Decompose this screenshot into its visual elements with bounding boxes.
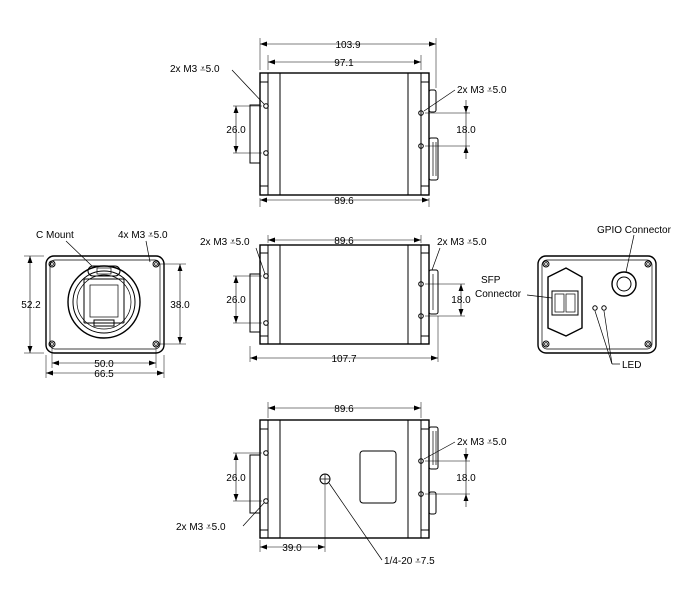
dim-hole-spacing: 26.0 [226, 125, 246, 136]
dim-body-length: 97.1 [334, 58, 354, 69]
callout-left-holes: 2x M3 ⩡5.0 [170, 64, 220, 75]
gpio-connector-icon [428, 137, 439, 181]
label-sfp-line2: Connector [475, 289, 522, 300]
rear-view: GPIO Connector SFP Connector LED [475, 225, 672, 371]
mounting-hole-icon [263, 150, 269, 156]
gpio-connector-icon [428, 426, 439, 470]
dim-overall-length: 103.9 [335, 40, 360, 51]
label-led: LED [622, 360, 641, 371]
bottom-view-body [259, 419, 430, 539]
dim-side-right-vertical: 18.0 [451, 295, 471, 306]
top-view: 103.9 97.1 89.6 26.0 18.0 2x M3 ⩡5.0 2x … [170, 38, 507, 207]
rear-view-body [537, 255, 657, 354]
front-view: C Mount 4x M3 ⩡5.0 52.2 38.0 50.0 66.5 [21, 230, 190, 380]
dim-front-hole-vertical: 38.0 [170, 300, 190, 311]
dim-bottom-right-vertical: 18.0 [456, 473, 476, 484]
side-view-body [259, 244, 430, 345]
dim-bottom-length: 89.6 [334, 196, 354, 207]
dim-rear-hole-spacing: 18.0 [456, 125, 476, 136]
label-gpio-connector: GPIO Connector [597, 225, 672, 236]
dim-front-hole-horizontal: 50.0 [94, 359, 114, 370]
dim-front-width: 66.5 [94, 369, 114, 380]
callout-side-left: 2x M3 ⩡5.0 [200, 237, 250, 248]
mounting-hole-icon [418, 110, 424, 116]
dim-side-top: 89.6 [334, 236, 354, 247]
dim-bottom-top: 89.6 [334, 404, 354, 415]
dim-side-left-vertical: 26.0 [226, 295, 246, 306]
callout-bottom-right: 2x M3 ⩡5.0 [457, 437, 507, 448]
dim-front-height: 52.2 [21, 300, 41, 311]
callout-right-holes: 2x M3 ⩡5.0 [457, 85, 507, 96]
dim-tripod-offset: 39.0 [282, 543, 302, 554]
connector-icon [428, 89, 437, 113]
callout-side-right: 2x M3 ⩡5.0 [437, 237, 487, 248]
label-sfp-line1: SFP [481, 275, 501, 286]
c-mount-icon [67, 265, 141, 339]
front-view-body [45, 255, 165, 354]
mounting-hole-icon [418, 143, 424, 149]
gpio-connector-icon [611, 271, 637, 297]
sfp-connector-icon [547, 267, 583, 337]
callout-tripod: 1/4-20 ⩡7.5 [384, 556, 435, 567]
label-c-mount: C Mount [36, 230, 74, 241]
dim-bottom-left-vertical: 26.0 [226, 473, 246, 484]
connector-icon [428, 491, 437, 515]
mounting-hole-icon [263, 103, 269, 109]
callout-front-holes: 4x M3 ⩡5.0 [118, 230, 168, 241]
bottom-view: 89.6 26.0 18.0 39.0 2x M3 ⩡5.0 2x M3 ⩡5.… [176, 402, 507, 567]
side-view: 89.6 107.7 26.0 18.0 2x M3 ⩡5.0 2x M3 ⩡5… [200, 235, 487, 365]
label-plate [359, 450, 397, 504]
callout-bottom-left: 2x M3 ⩡5.0 [176, 522, 226, 533]
top-view-body [259, 72, 430, 196]
gpio-connector-icon [428, 269, 439, 315]
led-icon [601, 305, 607, 311]
dim-side-bottom: 107.7 [331, 354, 356, 365]
led-icon [592, 305, 598, 311]
